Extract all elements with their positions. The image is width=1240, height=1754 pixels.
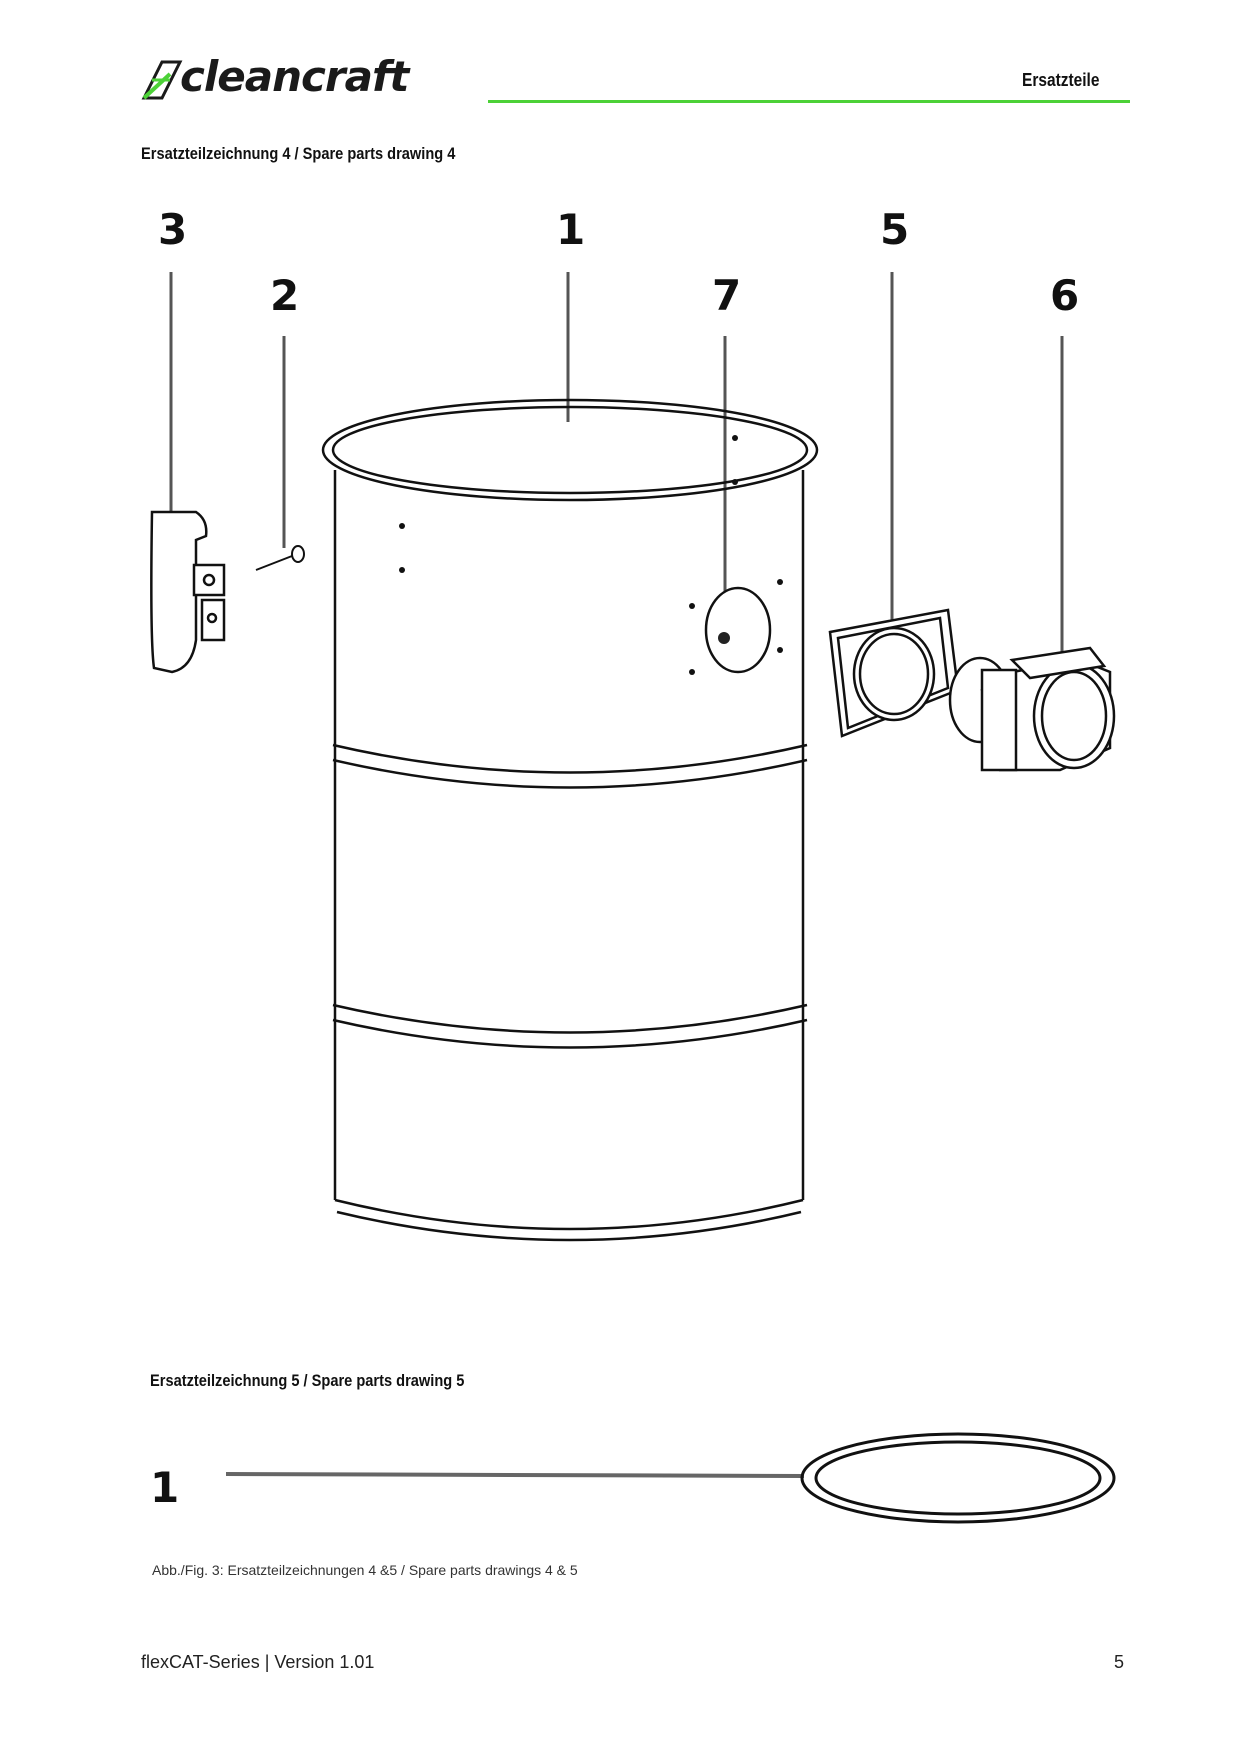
drawing4-title: Ersatzteilzeichnung 4 / Spare parts draw…: [141, 144, 456, 163]
figure-caption: Abb./Fig. 3: Ersatzteilzeichnungen 4 &5 …: [152, 1562, 578, 1578]
cover-plate-part-7: [704, 586, 772, 674]
header-rule: [488, 100, 1130, 103]
drawing5-title: Ersatzteilzeichnung 5 / Spare parts draw…: [150, 1371, 465, 1390]
leader-lines: [169, 272, 1064, 662]
drum-part-1: [321, 398, 819, 1242]
footer-page-number: 5: [1114, 1652, 1125, 1672]
callout-5: 5: [880, 205, 909, 254]
callout-7: 7: [712, 271, 741, 320]
latch-part-3: [150, 510, 226, 674]
brand-logo: cleancraft: [140, 52, 480, 106]
pin-part-2: [255, 545, 305, 571]
callout-1: 1: [556, 205, 585, 254]
callout-6: 6: [1050, 271, 1079, 320]
inlet-elbow-part-6: [948, 646, 1116, 772]
logo-mark-icon: [141, 60, 183, 100]
callout-2: 2: [270, 271, 299, 320]
callout-3: 3: [158, 205, 187, 254]
section-title: Ersatzteile: [1022, 70, 1100, 90]
flange-part-5: [828, 608, 960, 738]
footer-document-version: flexCAT-Series | Version 1.01: [141, 1652, 375, 1672]
callout-gasket-1: 1: [150, 1463, 179, 1512]
brand-name: cleancraft: [180, 52, 409, 101]
leader-line-gasket: [225, 1472, 805, 1478]
drum-holes: [399, 435, 783, 675]
gasket-ring-part-1: [800, 1432, 1116, 1524]
